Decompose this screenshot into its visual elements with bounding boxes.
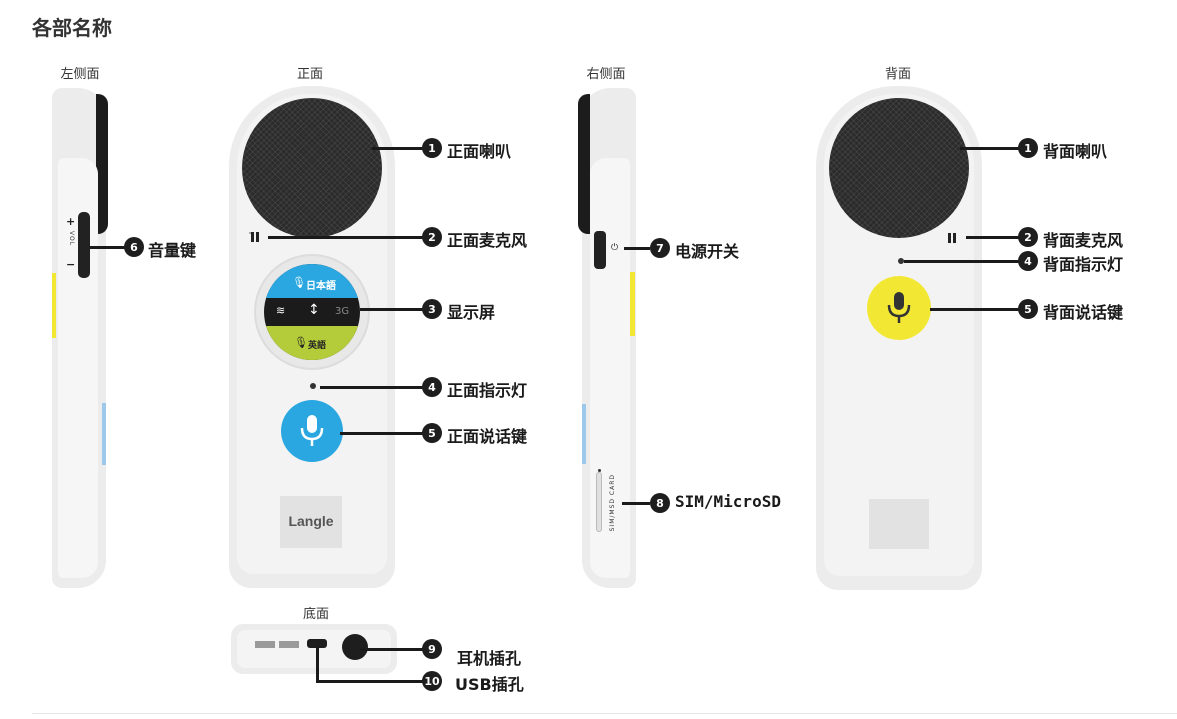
callout-badge: 10 (422, 671, 442, 691)
left-side-device: + VOL − (52, 88, 108, 590)
usb-port (307, 639, 327, 648)
headphone-jack (342, 634, 368, 660)
callout-badge: 6 (124, 237, 144, 257)
callout-badge: 5 (422, 423, 442, 443)
callout-display: 显示屏 (447, 303, 496, 322)
right-side-yellow-accent (630, 272, 635, 336)
back-mic-icon (948, 231, 962, 243)
callout-badge: 4 (1018, 251, 1038, 271)
callout-badge: 8 (650, 493, 670, 513)
front-speaker (242, 98, 382, 238)
volume-key[interactable] (78, 212, 90, 278)
callout-badge: 2 (1018, 227, 1038, 247)
footer-divider (32, 713, 1177, 714)
back-speaker (829, 98, 969, 238)
display-screen: 🎙 日本語 ≋ ↕ 3G 🎙 英語 (256, 256, 368, 368)
callout-volume-key: 音量键 (148, 241, 197, 260)
callout-front-talk-key: 正面说话键 (447, 427, 528, 446)
microphone-icon (300, 415, 324, 446)
right-side-device: ⏻ SIM/MSD CARD (578, 88, 638, 590)
volume-plus-mark: + (66, 215, 76, 228)
view-label-bottom: 底面 (302, 607, 329, 622)
view-label-left-side: 左侧面 (60, 67, 100, 82)
callout-badge: 5 (1018, 299, 1038, 319)
volume-minus-mark: − (66, 258, 76, 271)
callout-back-indicator: 背面指示灯 (1043, 255, 1124, 274)
swap-arrows-icon: ↕ (308, 302, 320, 318)
view-label-back: 背面 (884, 67, 911, 82)
left-side-blue-accent (102, 403, 106, 465)
left-side-speaker-edge (96, 94, 108, 234)
callout-back-mic: 背面麦克风 (1043, 231, 1124, 250)
callout-badge: 1 (1018, 138, 1038, 158)
back-device (816, 86, 982, 592)
callout-badge: 2 (422, 227, 442, 247)
callout-badge: 3 (422, 299, 442, 319)
right-side-speaker-edge (578, 94, 590, 234)
callout-front-mic: 正面麦克风 (447, 231, 528, 250)
microphone-icon: 🎙 (294, 336, 308, 349)
callout-headphone-jack: 耳机插孔 (457, 649, 522, 668)
front-talk-key[interactable] (281, 400, 343, 462)
back-indicator-dot (898, 258, 904, 264)
screen-signal: 3G (335, 306, 350, 317)
screen-bottom-band (264, 326, 360, 360)
callout-badge: 1 (422, 138, 442, 158)
bottom-speaker-grille (255, 641, 275, 648)
callout-badge: 9 (422, 639, 442, 659)
view-label-front: 正面 (296, 67, 323, 82)
brand-logo: Langle (288, 513, 334, 529)
wifi-icon: ≋ (276, 304, 286, 317)
callout-badge: 7 (650, 238, 670, 258)
brand-logo-plate: Langle (280, 496, 342, 548)
callout-power-switch: 电源开关 (675, 242, 740, 261)
callout-back-talk-key: 背面说话键 (1043, 303, 1124, 322)
screen-top-lang: 日本語 (306, 281, 336, 292)
callout-front-indicator: 正面指示灯 (447, 381, 528, 400)
callout-sim-slot: SIM/MicroSD (675, 492, 781, 511)
callout-front-speaker: 正面喇叭 (447, 142, 512, 161)
front-device: ᵛ 🎙 日本語 ≋ ↕ 3G 🎙 英語 Langle (229, 86, 395, 590)
left-side-yellow-accent (52, 273, 56, 338)
front-mic-icon: ᵛ (249, 230, 263, 242)
screen-top-band (264, 264, 360, 298)
bottom-speaker-grille (279, 641, 299, 648)
view-label-right-side: 右侧面 (586, 67, 626, 82)
sim-slot-label: SIM/MSD CARD (609, 474, 616, 532)
power-switch[interactable] (594, 231, 606, 269)
screen-bottom-lang: 英語 (308, 341, 327, 351)
microphone-icon (887, 292, 911, 323)
sim-slot[interactable] (596, 472, 602, 532)
front-indicator-dot (310, 383, 316, 389)
microphone-icon: 🎙 (292, 276, 306, 289)
power-icon: ⏻ (611, 243, 619, 253)
page-title: 各部名称 (32, 16, 112, 40)
back-label-plate (869, 499, 929, 549)
volume-vol-label: VOL (68, 231, 75, 247)
back-talk-key[interactable] (867, 276, 931, 340)
callout-usb-port: USB插孔 (455, 675, 524, 694)
right-side-blue-accent (582, 404, 586, 464)
callout-badge: 4 (422, 377, 442, 397)
callout-back-speaker: 背面喇叭 (1043, 142, 1108, 161)
